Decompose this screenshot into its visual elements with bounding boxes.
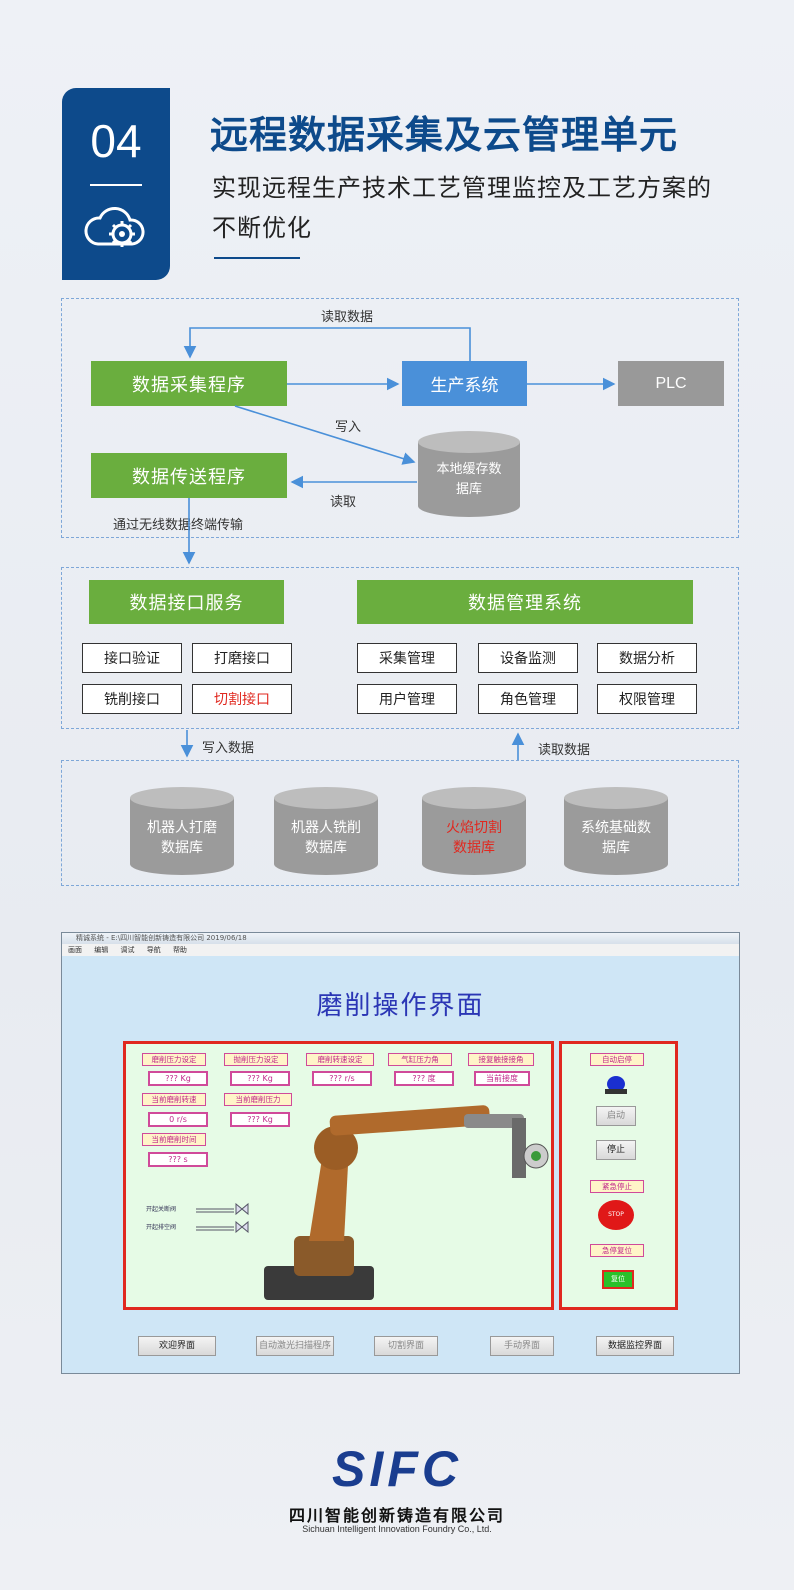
write-label: 写入 xyxy=(335,420,362,435)
database-section xyxy=(61,760,739,886)
bottom-nav-button[interactable]: 数据监控界面 xyxy=(596,1336,674,1356)
collect-program-box: 数据采集程序 xyxy=(91,361,287,406)
page-subtitle: 实现远程生产技术工艺管理监控及工艺方案的不断优化 xyxy=(212,174,712,242)
menu-item[interactable]: 调试 xyxy=(120,946,135,954)
subtitle-underline xyxy=(214,257,300,259)
db-label: 机器人打磨 数据库 xyxy=(147,820,217,856)
param-value[interactable]: ??? 度 xyxy=(394,1071,454,1086)
section-number-tab: 04 xyxy=(62,88,170,280)
interface-item: 打磨接口 xyxy=(192,643,292,673)
param-label: 抛削压力设定 xyxy=(224,1053,288,1066)
reset-button[interactable]: 复位 xyxy=(602,1270,634,1289)
db-label-wrap: 机器人铣削 数据库 xyxy=(273,786,379,876)
bottom-nav-button[interactable]: 自动激光扫描程序 xyxy=(256,1336,334,1356)
plc-box: PLC xyxy=(618,361,724,406)
management-item: 用户管理 xyxy=(357,684,457,714)
interface-service-box: 数据接口服务 xyxy=(89,580,284,624)
wireless-label: 通过无线数据终端传输 xyxy=(113,518,244,533)
management-item: 角色管理 xyxy=(478,684,578,714)
section-divider xyxy=(90,184,142,186)
param-label: 当前磨削转速 xyxy=(142,1093,206,1106)
database-cylinder xyxy=(130,787,234,875)
read-data-label-2: 读取数据 xyxy=(538,743,591,758)
database-cylinder xyxy=(564,787,668,875)
param-label: 磨削转速设定 xyxy=(306,1053,374,1066)
service-section xyxy=(61,567,739,729)
db-label-highlight: 火焰切割 数据库 xyxy=(446,820,502,856)
bottom-nav-button[interactable]: 手动界面 xyxy=(490,1336,554,1356)
arrow-read-data xyxy=(183,327,471,361)
menu-item[interactable]: 画面 xyxy=(68,946,82,954)
local-cache-db-cylinder xyxy=(418,431,520,517)
interface-item: 接口验证 xyxy=(82,643,182,673)
param-value[interactable]: ??? Kg xyxy=(230,1071,290,1086)
start-button[interactable]: 启动 xyxy=(596,1106,636,1126)
param-value[interactable]: ??? Kg xyxy=(148,1071,208,1086)
status-light-icon xyxy=(605,1076,627,1094)
database-cylinder xyxy=(274,787,378,875)
valve-icon[interactable] xyxy=(196,1201,256,1233)
read-data-label: 读取数据 xyxy=(321,310,374,325)
param-label: 磨削压力设定 xyxy=(142,1053,206,1066)
window-title: 精诚系统 - E:\四川智能创新铸造有限公司 2019/06/18 xyxy=(62,933,739,944)
interface-item: 铣削接口 xyxy=(82,684,182,714)
management-item: 权限管理 xyxy=(597,684,697,714)
db-label: 系统基础数 据库 xyxy=(581,820,651,856)
menu-item[interactable]: 导航 xyxy=(146,946,161,954)
logo-text: SIFC xyxy=(332,1442,462,1492)
hmi-title: 磨削操作界面 xyxy=(316,991,485,1021)
param-value[interactable]: 当前接度 xyxy=(474,1071,530,1086)
db-label-wrap: 火焰切割 数据库 xyxy=(421,786,527,876)
db-label: 机器人铣削 数据库 xyxy=(291,820,361,856)
auto-start-stop-label: 自动启停 xyxy=(590,1053,644,1066)
stop-button[interactable]: 停止 xyxy=(596,1140,636,1160)
emergency-stop-indicator[interactable]: STOP xyxy=(598,1200,634,1230)
read-label: 读取 xyxy=(330,495,357,510)
param-label: 气缸压力角 xyxy=(388,1053,452,1066)
page-title: 远程数据采集及云管理单元 xyxy=(210,113,679,157)
param-value[interactable]: 0 r/s xyxy=(148,1112,208,1127)
emergency-reset-label: 急停复位 xyxy=(590,1244,644,1257)
menu-item[interactable]: 帮助 xyxy=(172,946,187,954)
bottom-nav-button[interactable]: 切割界面 xyxy=(374,1336,438,1356)
company-name-cn: 四川智能创新铸造有限公司 xyxy=(288,1506,505,1525)
db-label-wrap: 机器人打磨 数据库 xyxy=(129,786,235,876)
interface-item-highlight: 切割接口 xyxy=(192,684,292,714)
production-system-box: 生产系统 xyxy=(402,361,527,406)
param-value[interactable]: ??? Kg xyxy=(230,1112,290,1127)
param-label: 当前磨削压力 xyxy=(224,1093,292,1106)
management-item: 采集管理 xyxy=(357,643,457,673)
control-panel: 自动启停 启动 停止 紧急停止 STOP 急停复位 复位 xyxy=(559,1041,678,1310)
local-cache-db-label-wrap: 本地缓存数 据库 xyxy=(417,430,521,518)
sifc-logo: SIFC xyxy=(332,1442,462,1492)
company-name-en: Sichuan Intelligent Innovation Foundry C… xyxy=(302,1524,492,1534)
write-data-label: 写入数据 xyxy=(202,741,255,756)
section-number: 04 xyxy=(90,115,142,167)
menu-bar: 画面 编辑 调试 导航 帮助 xyxy=(62,944,739,956)
menu-item[interactable]: 编辑 xyxy=(94,946,109,954)
management-item: 数据分析 xyxy=(597,643,697,673)
diagram-arrows xyxy=(180,327,616,760)
valve-label: 开起排空阀 xyxy=(146,1224,177,1231)
param-label: 当前磨削时间 xyxy=(142,1133,206,1146)
cloud-gear-icon xyxy=(84,207,145,247)
param-label: 接复触接接角 xyxy=(468,1053,534,1066)
management-system-box: 数据管理系统 xyxy=(357,580,693,624)
valve-label: 开起关断阀 xyxy=(146,1206,177,1213)
bottom-nav-button[interactable]: 欢迎界面 xyxy=(138,1336,216,1356)
database-cylinder xyxy=(422,787,526,875)
transfer-program-box: 数据传送程序 xyxy=(91,453,287,498)
arrow-write xyxy=(234,405,416,465)
robot-arm-image xyxy=(264,1105,549,1300)
emergency-stop-label: 紧急停止 xyxy=(590,1180,644,1193)
management-item: 设备监测 xyxy=(478,643,578,673)
param-value[interactable]: ??? r/s xyxy=(312,1071,372,1086)
hmi-screenshot: 精诚系统 - E:\四川智能创新铸造有限公司 2019/06/18 画面 编辑 … xyxy=(61,932,740,1374)
db-label-wrap: 系统基础数 据库 xyxy=(563,786,669,876)
collection-section xyxy=(61,298,739,538)
operation-panel: 磨削压力设定 抛削压力设定 磨削转速设定 气缸压力角 接复触接接角 ??? Kg… xyxy=(123,1041,554,1310)
local-cache-db-label: 本地缓存数 据库 xyxy=(436,462,502,497)
param-value[interactable]: ??? s xyxy=(148,1152,208,1167)
